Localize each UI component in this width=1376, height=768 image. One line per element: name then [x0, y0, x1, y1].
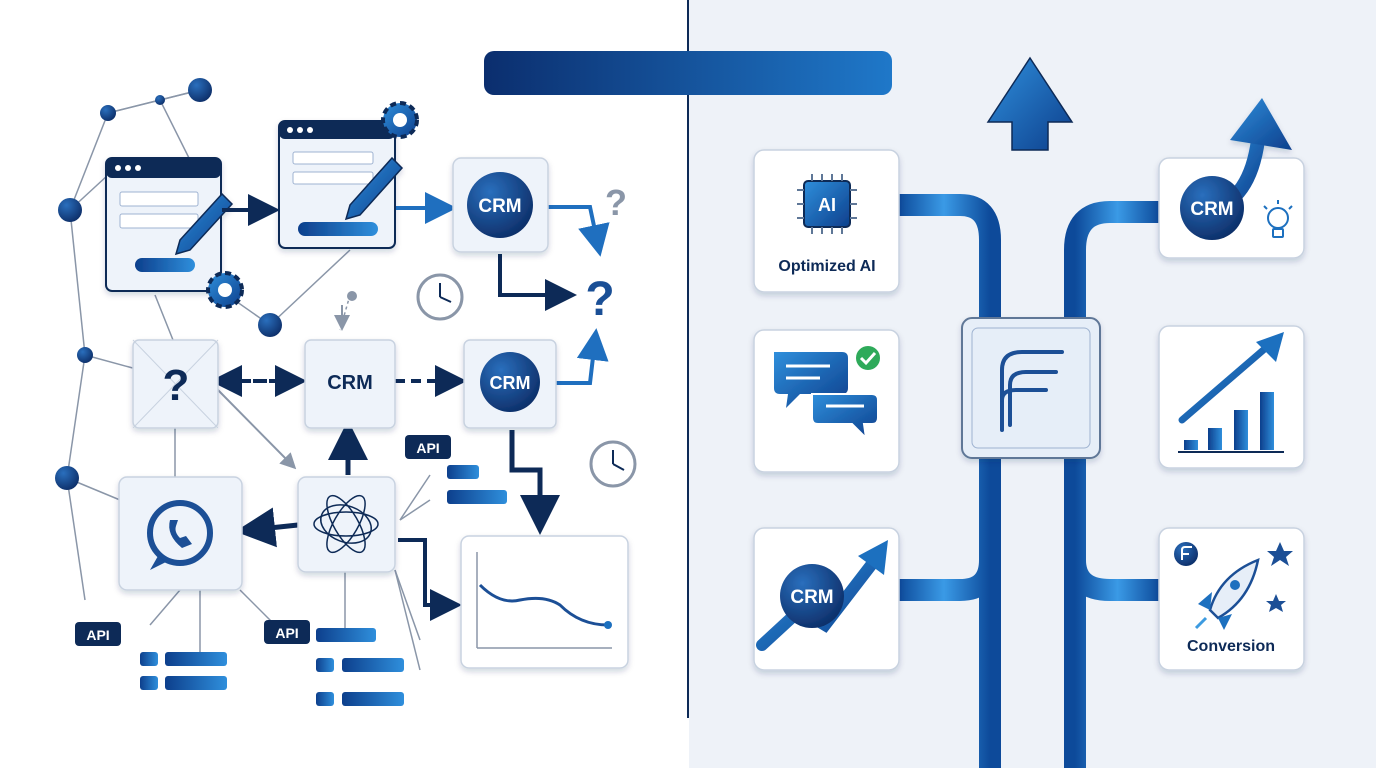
- whatsapp-card: [118, 476, 243, 591]
- question-mark: ?: [163, 361, 190, 410]
- question-mark: ?: [605, 182, 627, 223]
- flow-arrows-left: [210, 192, 610, 621]
- title-banner: [484, 51, 892, 95]
- whatsapp-icon: [147, 500, 213, 570]
- conversion-label: Conversion: [1187, 638, 1275, 655]
- lightbulb-icon: [1263, 200, 1293, 238]
- central-hub: [961, 317, 1101, 459]
- crm-card-3: [463, 339, 557, 429]
- gear-icon: [206, 271, 244, 309]
- rocket-icon: [1194, 557, 1260, 630]
- api-label: API: [416, 440, 439, 456]
- pencil-icon: [344, 156, 404, 221]
- network-nodes: [55, 78, 357, 490]
- clock-icon: [416, 273, 464, 321]
- atom-card: [297, 476, 396, 573]
- star-icon: [1267, 542, 1293, 566]
- bar-growth-card: [1158, 325, 1305, 469]
- crm-label: CRM: [327, 372, 373, 394]
- api-label: API: [86, 627, 109, 643]
- optimized-ai-card: [753, 149, 900, 293]
- optimized-ai-label: Optimized AI: [778, 258, 875, 275]
- main-up-arrow: [986, 56, 1074, 151]
- chat-bubbles-icon: [774, 352, 879, 441]
- crm-label: CRM: [490, 373, 531, 393]
- bar-chart-icon: [1184, 392, 1274, 450]
- crm-label: CRM: [790, 587, 833, 608]
- conversion-card: [1158, 527, 1305, 671]
- crm-bulb-card: [1158, 98, 1305, 259]
- chart-card: [460, 535, 629, 669]
- question-card: [132, 339, 219, 429]
- ai-chip-icon: [797, 174, 857, 234]
- pipeline: [887, 105, 1171, 768]
- crm-growth-card: [753, 527, 900, 671]
- api-tag: [75, 622, 121, 646]
- gear-icon: [381, 101, 419, 139]
- api-tag: [405, 435, 451, 459]
- check-icon: [854, 344, 882, 372]
- star-icon: [1266, 594, 1286, 612]
- crm-label: CRM: [478, 196, 521, 217]
- clock-icon: [589, 440, 637, 488]
- web-form-window-2: [278, 120, 404, 249]
- atom-icon: [313, 494, 379, 554]
- data-blocks: [140, 465, 507, 706]
- crm-card-1: [452, 157, 549, 253]
- ai-chip-text: AI: [818, 195, 836, 215]
- brand-logo-icon: [1000, 350, 1064, 432]
- crm-card-2: [304, 339, 396, 429]
- question-mark: ?: [585, 273, 614, 326]
- web-form-window-1: [105, 157, 234, 292]
- chat-card: [753, 329, 900, 473]
- panel-divider: [687, 0, 689, 718]
- pencil-icon: [174, 192, 234, 256]
- api-label: API: [275, 625, 298, 641]
- crm-label: CRM: [1190, 199, 1233, 220]
- api-tag: [264, 620, 310, 644]
